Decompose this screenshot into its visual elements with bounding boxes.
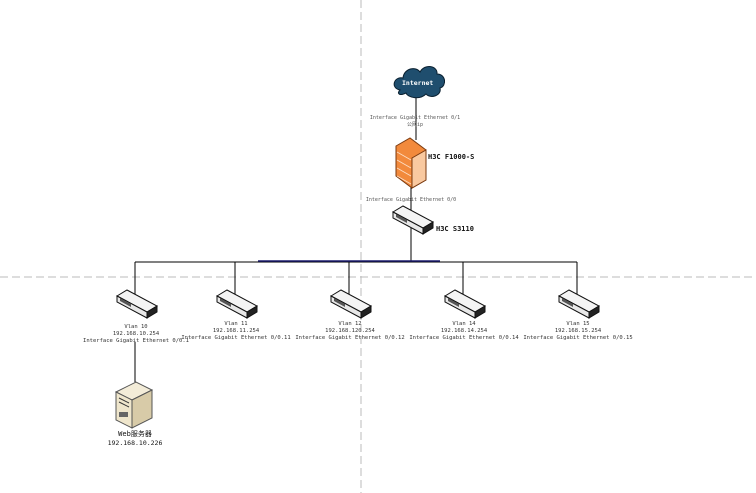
core-switch-name: H3C S3110 <box>436 225 474 233</box>
switch-icon-vlan14 <box>444 289 486 319</box>
internet-label: Internet <box>402 79 434 87</box>
vlan-name: Vlan 14 <box>452 321 476 327</box>
vlan-ip: 192.168.10.254 <box>112 331 160 337</box>
vlan-ip: 192.168.120.254 <box>325 328 375 334</box>
switch-icon-vlan11 <box>216 289 258 319</box>
vlan-ip: 192.168.14.254 <box>440 328 488 334</box>
internet-cloud-icon <box>393 66 445 99</box>
switch-icon-vlan10 <box>116 289 158 319</box>
vlan-iface: Interface Gigabit Ethernet 0/0.1 <box>83 338 189 344</box>
server-name: Web服务器 <box>118 430 152 438</box>
vlan-iface: Interface Gigabit Ethernet 0/0.12 <box>295 335 405 341</box>
vlan-ip: 192.168.11.254 <box>212 328 260 334</box>
internet-link-sublabel: 公网ip <box>406 122 424 128</box>
switch-icon-vlan15 <box>558 289 600 319</box>
vlan-iface: Interface Gigabit Ethernet 0/0.11 <box>181 335 291 341</box>
firewall-icon <box>395 137 427 189</box>
vlan-ip: 192.168.15.254 <box>554 328 602 334</box>
core-switch-icon <box>392 205 434 235</box>
firewall-name: H3C F1000-S <box>428 153 475 161</box>
switch-icon-vlan12 <box>330 289 372 319</box>
vlan-name: Vlan 15 <box>566 321 590 327</box>
firewall-link-label: Interface Gigabit Ethernet 0/0 <box>365 197 457 203</box>
server-ip: 192.168.10.226 <box>107 439 163 447</box>
server-icon <box>114 381 154 429</box>
internet-link-label: Interface Gigabit Ethernet 0/1 <box>369 115 461 121</box>
vlan-iface: Interface Gigabit Ethernet 0/0.15 <box>523 335 633 341</box>
vlan-name: Vlan 12 <box>338 321 362 327</box>
vlan-name: Vlan 11 <box>224 321 248 327</box>
vlan-iface: Interface Gigabit Ethernet 0/0.14 <box>409 335 519 341</box>
vlan-name: Vlan 10 <box>124 324 148 330</box>
